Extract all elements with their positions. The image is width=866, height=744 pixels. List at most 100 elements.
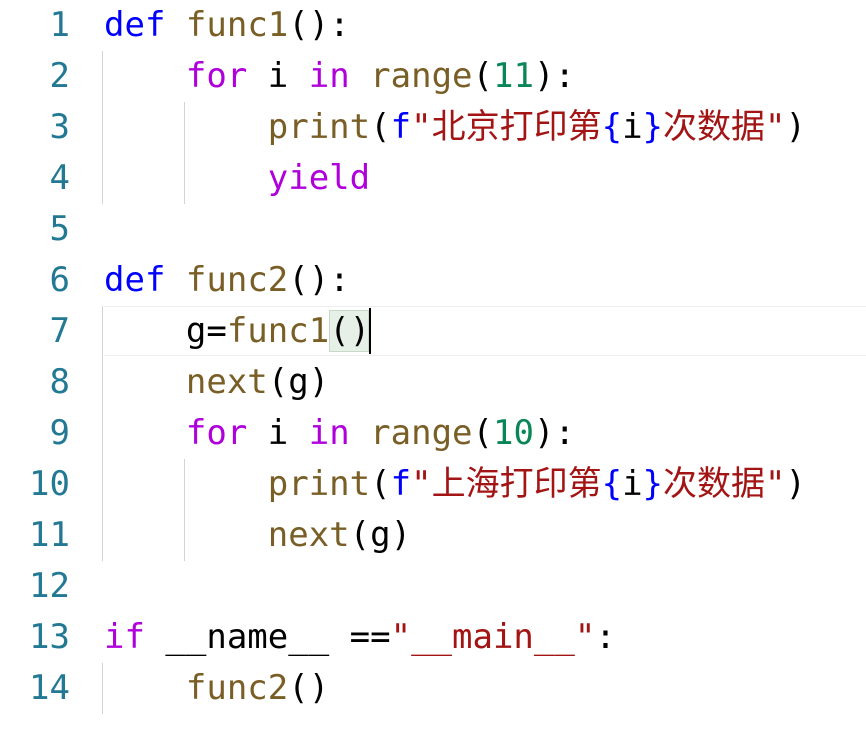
code-token: "__main__" (390, 617, 596, 657)
code-token: yield (267, 158, 371, 198)
code-line[interactable]: 4 yield (0, 153, 866, 204)
line-number: 9 (49, 413, 70, 453)
code-token: func1 (226, 311, 330, 351)
code-token: (): (288, 5, 350, 45)
bracket-match-highlight (329, 310, 369, 352)
line-code[interactable]: next(g) (104, 357, 329, 408)
code-token: in (308, 56, 350, 96)
line-code[interactable]: next(g) (104, 510, 411, 561)
code-line[interactable]: 9 for i in range(10): (0, 408, 866, 459)
line-number: 10 (29, 464, 70, 504)
code-line[interactable]: 11 next(g) (0, 510, 866, 561)
code-token: next (267, 515, 350, 555)
code-token: (g) (349, 515, 412, 555)
code-token: for (185, 56, 248, 96)
code-token: 次数据" (663, 464, 786, 504)
line-number: 12 (29, 566, 70, 606)
code-token (104, 56, 186, 96)
line-number: 11 (29, 515, 70, 555)
indent-guide (184, 459, 185, 561)
code-token: "上海打印第 (411, 464, 602, 504)
code-line[interactable]: 6 def func2(): (0, 255, 866, 306)
line-code[interactable]: yield (104, 153, 370, 204)
code-token: ) (785, 107, 806, 147)
line-number: 2 (49, 56, 70, 96)
line-code[interactable]: for i in range(11): (104, 51, 575, 102)
line-number: 14 (29, 668, 70, 708)
indent-guide (102, 663, 103, 714)
line-number: 3 (49, 107, 70, 147)
code-token: next (185, 362, 268, 402)
code-token: i (622, 107, 643, 147)
code-token: ( (472, 413, 494, 453)
line-code[interactable]: func2() (104, 663, 329, 714)
code-token: range (370, 413, 473, 453)
line-code[interactable]: def func2(): (104, 255, 350, 306)
code-line[interactable]: 14 func2() (0, 663, 866, 714)
code-token: g= (104, 311, 227, 351)
code-token: ): (533, 413, 575, 453)
code-token: 11 (493, 56, 534, 96)
indent-guide (102, 306, 103, 561)
code-token: 10 (493, 413, 534, 453)
code-token: f (390, 107, 412, 147)
code-token: for (185, 413, 248, 453)
code-token (104, 515, 268, 555)
line-number: 13 (29, 617, 70, 657)
code-line[interactable]: 7 g=func1() (0, 306, 866, 357)
code-line[interactable]: 3 print(f"北京打印第{i}次数据") (0, 102, 866, 153)
code-token: f (390, 464, 412, 504)
indent-guide (184, 102, 185, 204)
code-token: func2 (185, 260, 289, 300)
code-token: (g) (267, 362, 330, 402)
line-number: 5 (49, 209, 70, 249)
code-token (104, 158, 268, 198)
code-token: ( (472, 56, 494, 96)
code-line[interactable]: 10 print(f"上海打印第{i}次数据") (0, 459, 866, 510)
line-number: 7 (49, 311, 70, 351)
line-number: 1 (49, 5, 70, 45)
code-line[interactable]: 1 def func1(): (0, 0, 866, 51)
code-token: () (288, 668, 330, 708)
code-token: (): (288, 260, 350, 300)
code-token: i (247, 413, 309, 453)
text-cursor (369, 308, 371, 354)
code-token: 次数据" (663, 107, 786, 147)
code-line[interactable]: 8 next(g) (0, 357, 866, 408)
line-code[interactable]: if __name__ =="__main__": (104, 612, 616, 663)
code-token: def (104, 5, 166, 45)
code-line[interactable]: 2 for i in range(11): (0, 51, 866, 102)
code-token (104, 362, 186, 402)
code-line[interactable]: 13 if __name__ =="__main__": (0, 612, 866, 663)
code-token: i (247, 56, 309, 96)
line-number: 4 (49, 158, 70, 198)
code-line[interactable]: 12 (0, 561, 866, 612)
line-number: 8 (49, 362, 70, 402)
code-token: ): (533, 56, 575, 96)
line-code[interactable]: print(f"上海打印第{i}次数据") (104, 459, 806, 510)
code-token: ( (370, 464, 391, 504)
code-token (350, 56, 370, 96)
code-token: print (267, 464, 371, 504)
code-token: func2 (185, 668, 289, 708)
code-token: def (104, 260, 166, 300)
code-token (350, 413, 370, 453)
code-token: print (267, 107, 371, 147)
code-token: range (370, 56, 473, 96)
code-line[interactable]: 5 (0, 204, 866, 255)
code-token (104, 413, 186, 453)
line-code[interactable]: print(f"北京打印第{i}次数据") (104, 102, 806, 153)
code-token: : (595, 617, 616, 657)
code-token: } (642, 464, 664, 504)
line-code[interactable]: for i in range(10): (104, 408, 575, 459)
line-code[interactable]: def func1(): (104, 0, 350, 51)
code-token (165, 5, 185, 45)
code-token: in (308, 413, 350, 453)
line-number: 6 (49, 260, 70, 300)
code-token: ) (785, 464, 806, 504)
code-token (104, 107, 268, 147)
code-token: ( (370, 107, 391, 147)
code-token (104, 464, 268, 504)
line-code[interactable]: g=func1() (104, 306, 370, 357)
